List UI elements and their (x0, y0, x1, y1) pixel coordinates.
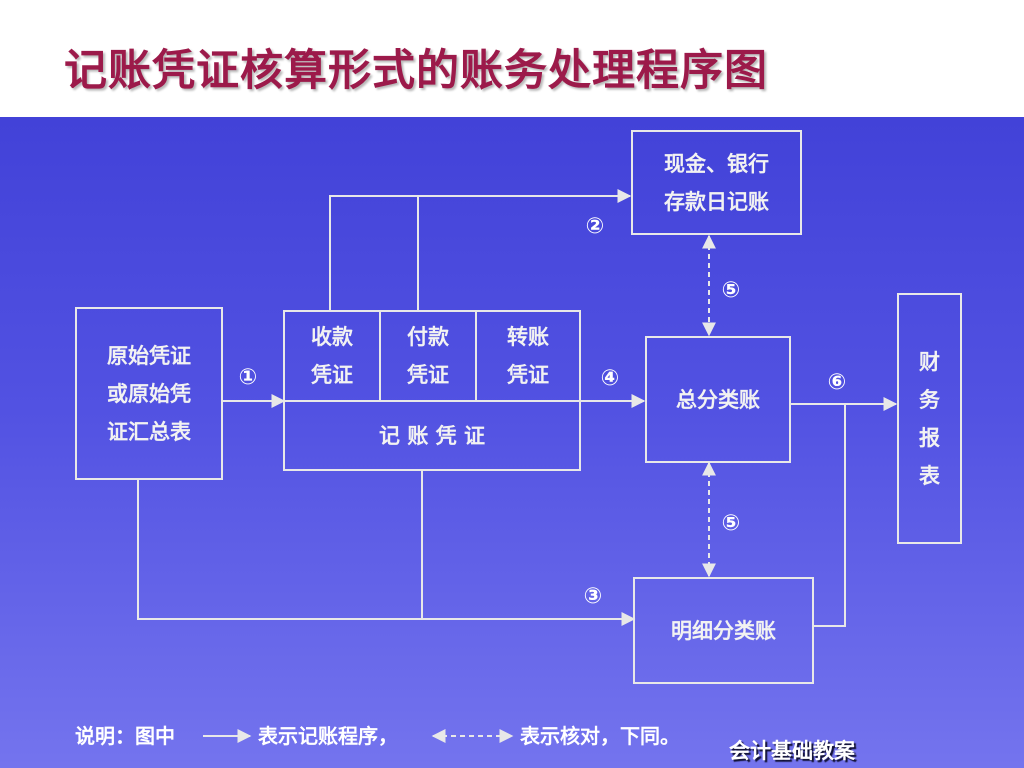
transfer-voucher-cell: 转账 凭证 (477, 312, 579, 402)
accounting-voucher-label: 记 账 凭 证 (379, 423, 485, 448)
original-vouchers-box: 原始凭证 或原始凭 证汇总表 (75, 307, 223, 480)
legend-intro: 说明：图中 (75, 724, 175, 748)
payment-voucher-cell: 付款 凭证 (381, 312, 477, 402)
step-2-marker: ② (585, 214, 605, 239)
footer-label: 会计基础教案 (729, 739, 855, 763)
step-1-marker: ① (238, 365, 258, 390)
subsidiary-ledger-box: 明细分类账 (633, 577, 814, 684)
step-3-marker: ③ (583, 584, 603, 609)
page-title: 记账凭证核算形式的账务处理程序图 (64, 46, 768, 96)
accounting-vouchers-box: 收款 凭证 付款 凭证 转账 凭证 记 账 凭 证 (283, 310, 581, 471)
arrow-step3 (137, 479, 636, 626)
arrow-step2 (329, 189, 632, 311)
financial-statements-box: 财 务 报 表 (897, 293, 962, 544)
step-4-marker: ④ (600, 366, 620, 391)
journals-box: 现金、银行 存款日记账 (631, 130, 802, 235)
step-6-marker: ⑥ (827, 370, 847, 395)
step-5b-marker: ⑤ (721, 511, 741, 536)
title-bar: 记账凭证核算形式的账务处理程序图 (0, 0, 1024, 117)
legend-process-text: 表示记账程序， (258, 724, 398, 748)
diagram-background (0, 117, 1024, 768)
general-ledger-box: 总分类账 (645, 336, 791, 463)
legend-check-text: 表示核对，下同。 (520, 724, 680, 748)
step-5a-marker: ⑤ (721, 278, 741, 303)
line-step6-subsidiary (813, 404, 846, 627)
receipt-voucher-cell: 收款 凭证 (285, 312, 381, 402)
